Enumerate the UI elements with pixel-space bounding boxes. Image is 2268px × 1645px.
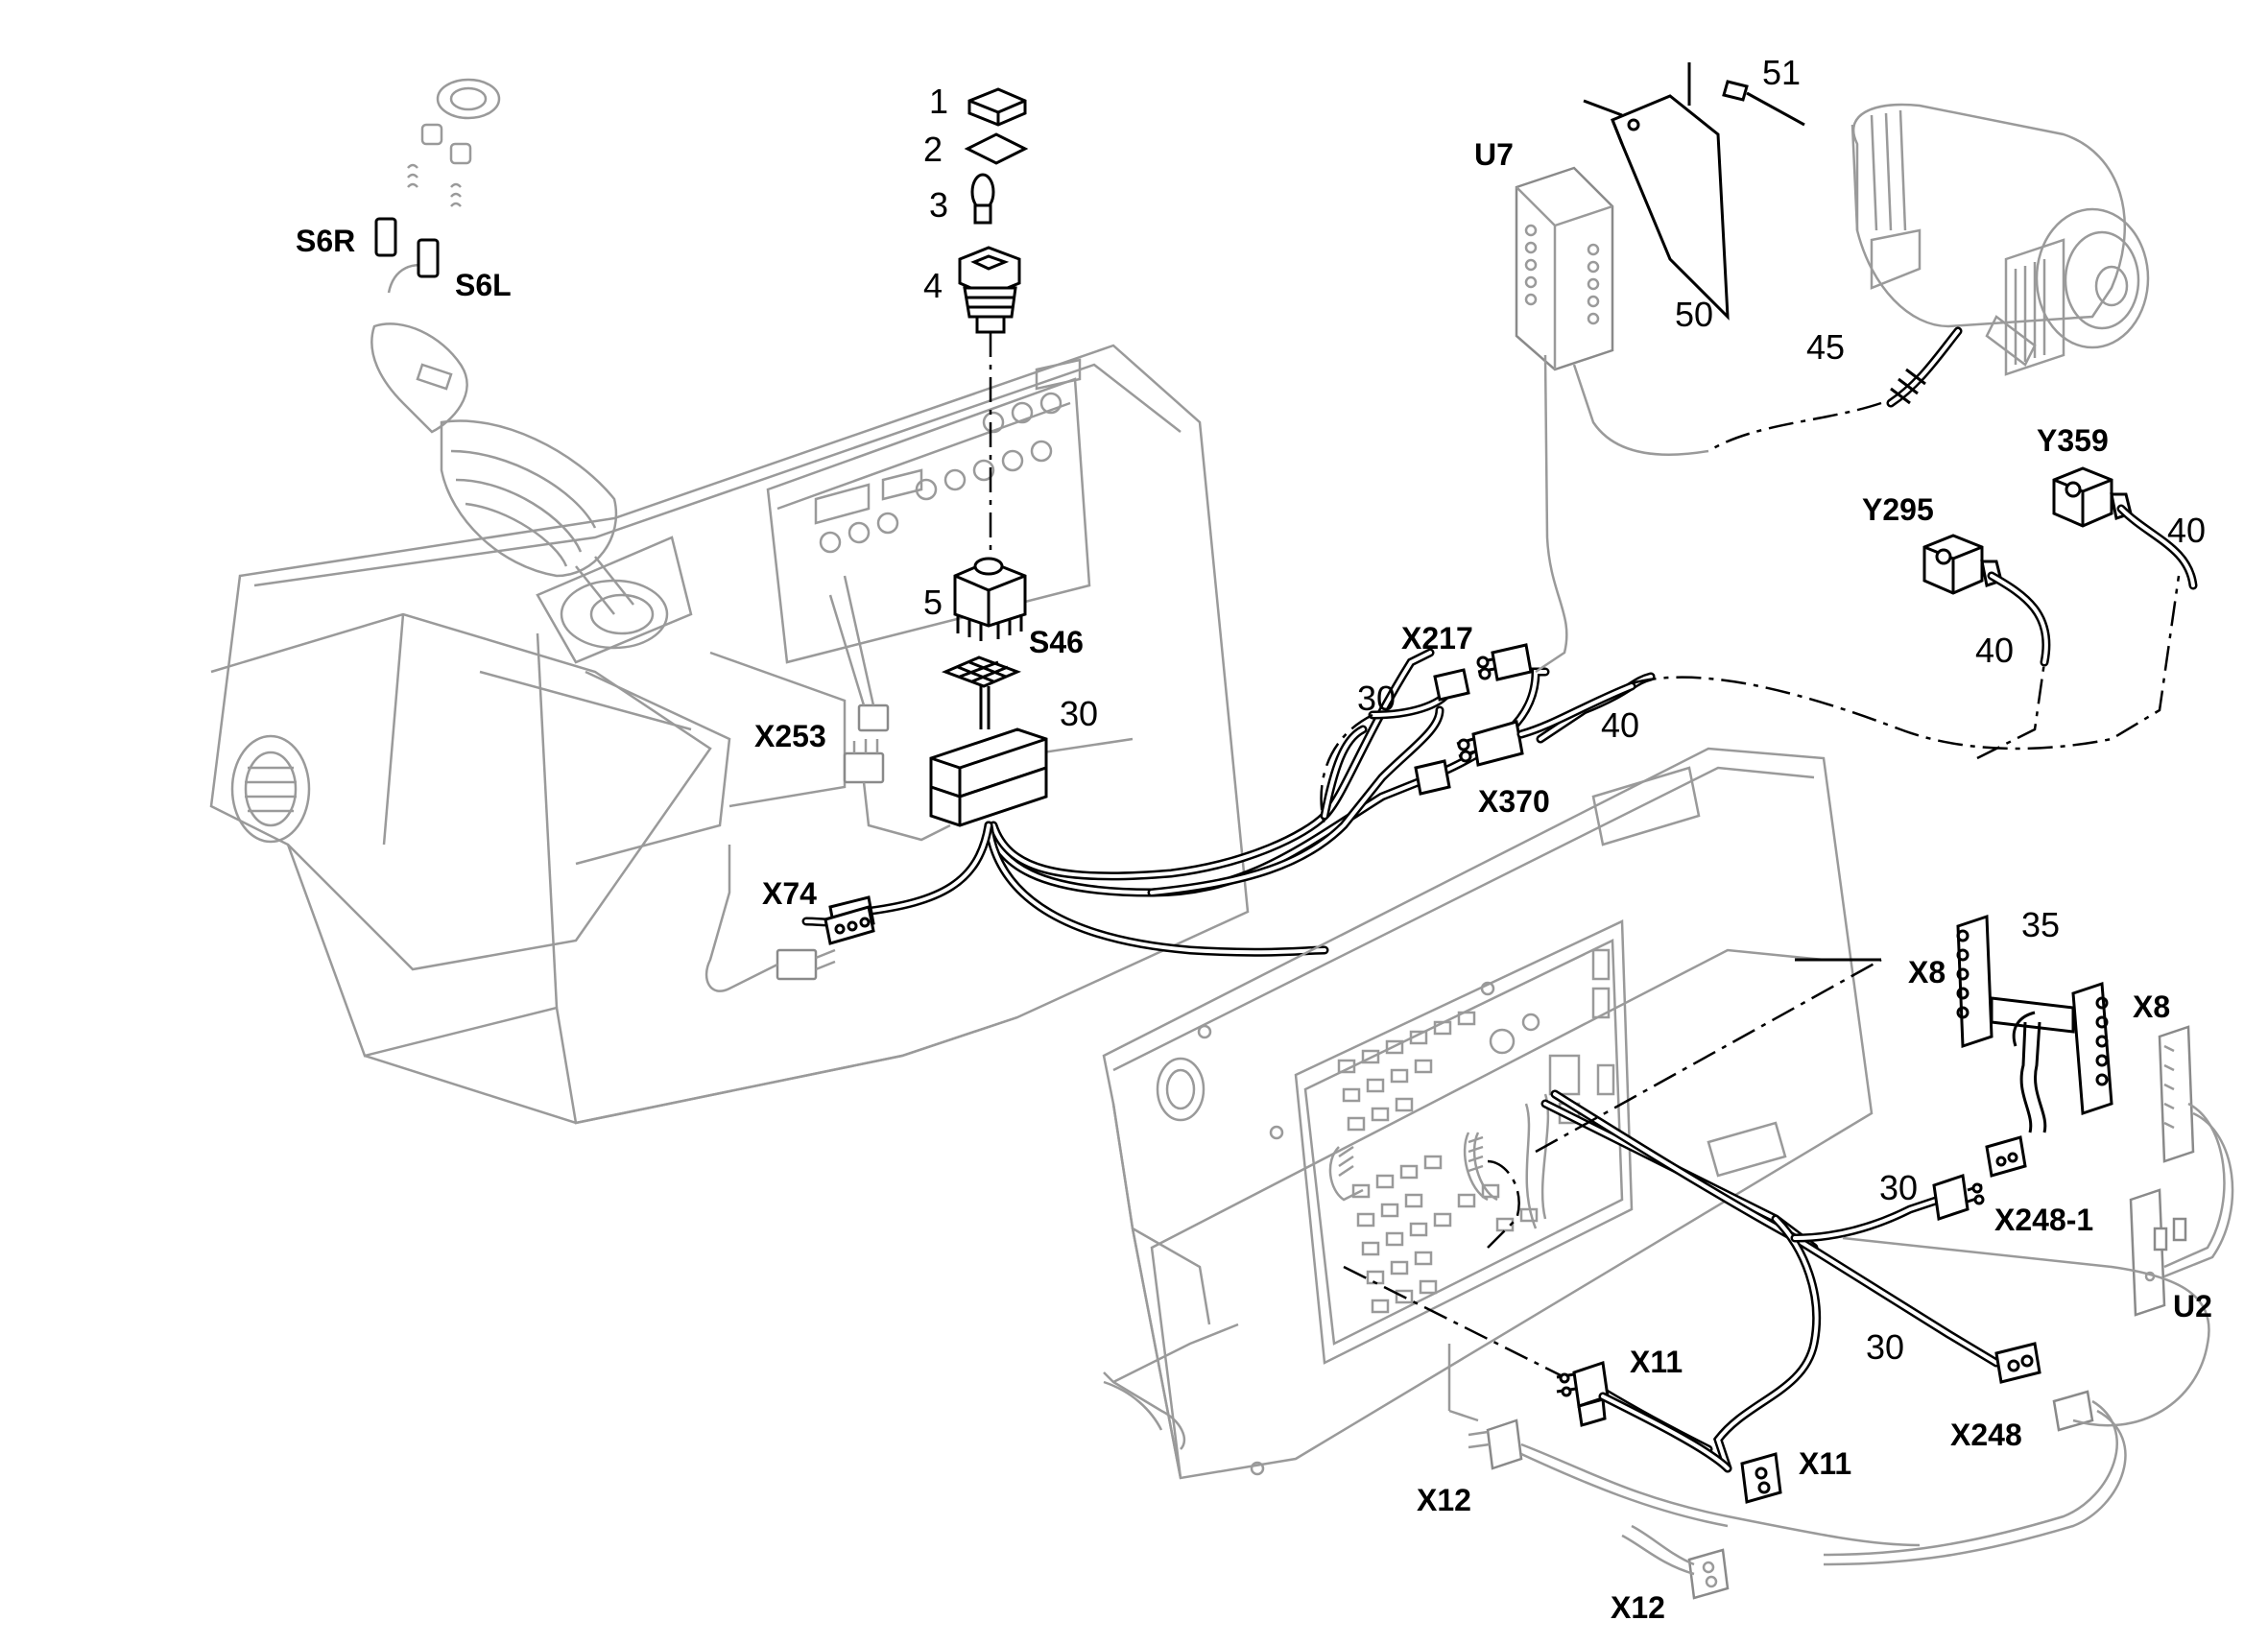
label-3: 3 [929,185,948,225]
label-s6r: S6R [296,224,355,258]
x12-upper-connector [1468,1419,1921,1547]
x8-left-connector [1956,914,1993,1049]
y359-solenoid [2052,466,2198,590]
label-x253: X253 [754,719,826,753]
label-2: 2 [923,130,943,169]
cable-35 [1990,996,2075,1133]
part-5-switch [953,557,1027,641]
label-x8-left: X8 [1908,955,1946,989]
label-x74: X74 [762,876,817,911]
console-housing [209,344,1250,1125]
label-x8-right: X8 [2133,989,2170,1024]
x217-x370-harness [1147,705,1444,897]
motor-cable-45 [1886,326,1963,408]
label-x370: X370 [1478,784,1550,819]
u2-module [2129,1025,2234,1317]
label-51: 51 [1762,53,1801,92]
label-x11-lower: X11 [1799,1446,1851,1481]
label-30-x248: 30 [1866,1327,1904,1367]
label-5: 5 [923,583,943,622]
label-y295: Y295 [1862,492,1934,527]
label-1: 1 [929,82,948,121]
box-leader [1487,1159,1520,1249]
part-1-cap [967,87,1027,127]
label-u2: U2 [2173,1289,2212,1323]
x11-lower-connector [1740,1452,1782,1504]
label-x12-lower: X12 [1611,1590,1665,1625]
connector-block-30 [929,656,1048,827]
label-40-left: 40 [1601,705,1639,745]
plate-50 [1583,62,1730,321]
x217-dash [1320,713,1373,826]
s6l-switch [417,238,440,278]
y359-dash [1631,575,2181,751]
x11-upper-connector [1556,1361,1732,1473]
label-u7: U7 [1474,137,1514,172]
label-30-x248-1: 30 [1879,1168,1918,1207]
pin-51 [1722,80,1805,127]
label-x248: X248 [1950,1418,2022,1452]
label-40-right: 40 [2167,511,2206,550]
control-box [1102,747,1874,1480]
label-y359: Y359 [2037,423,2109,458]
y295-dash [1976,661,2046,760]
label-4: 4 [923,266,943,305]
pcb-components [1328,948,1615,1314]
label-30-x217: 30 [1357,679,1396,718]
motor-dash [1707,401,1882,453]
y295-solenoid [1922,534,2051,667]
label-x11-upper: X11 [1630,1345,1683,1379]
x217-connector [1368,643,1533,720]
s6r-switch [374,217,397,257]
x12-lower-connector [1621,1524,1730,1600]
u7-module [1515,166,1709,674]
x370-connector [1414,681,1636,796]
label-45: 45 [1806,327,1845,367]
label-30-block: 30 [1060,694,1098,733]
labels: 1 2 3 4 5 S46 S6R S6L U7 51 50 45 Y359 Y… [296,53,2212,1625]
x11-leader [1343,1265,1575,1384]
label-50: 50 [1675,295,1713,334]
part-2-lens [964,132,1029,165]
label-40-mid: 40 [1975,631,2014,670]
x8-right-connector [2071,981,2113,1116]
part-4-button-body [958,246,1021,334]
x253-connector [828,575,951,842]
joystick [370,78,669,650]
label-x217: X217 [1401,621,1473,656]
box-internal-harness [1540,1089,2001,1473]
leader-lines [1795,958,1881,962]
label-35: 35 [2021,905,2060,944]
x248-connector [1823,1236,2210,1566]
label-x248-1: X248-1 [1994,1203,2093,1237]
motor [1850,103,2150,376]
x74-connector [704,845,875,992]
part-3-bulb [970,173,995,225]
x12-leader [1447,1344,1479,1422]
x248-1-connector [1932,1135,2027,1221]
x8-leader [1535,958,1882,1154]
label-s46: S46 [1029,625,1084,659]
label-x12-upper: X12 [1417,1483,1471,1517]
label-s6l: S6L [455,268,512,302]
